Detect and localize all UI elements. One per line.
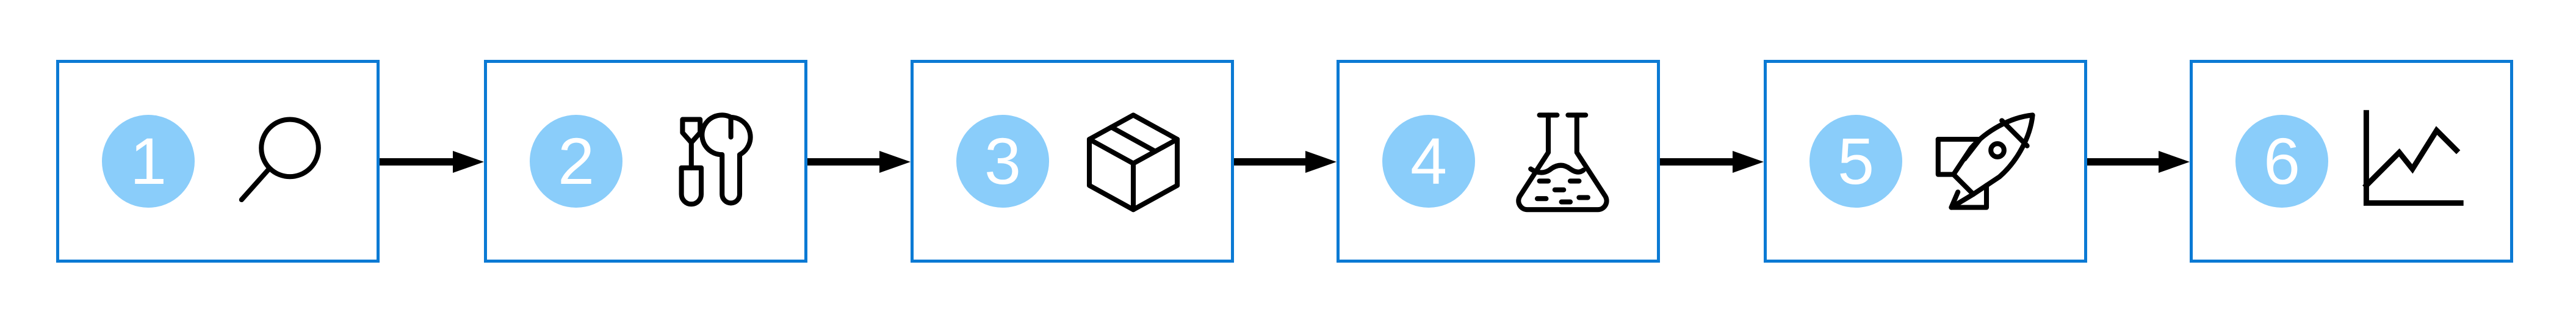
tools-screwdriver-wrench-icon xyxy=(652,106,762,216)
flow-arrow-3-4 xyxy=(1234,151,1337,173)
process-step-2[interactable]: 2 xyxy=(484,60,807,263)
rocket-icon xyxy=(1932,106,2041,216)
flow-arrow-2-3 xyxy=(807,151,911,173)
process-step-6[interactable]: 6 xyxy=(2190,60,2513,263)
flow-arrow-1-2 xyxy=(380,151,484,173)
process-step-3[interactable]: 3 xyxy=(911,60,1234,263)
step-number-badge-5: 5 xyxy=(1809,115,1902,208)
step-number-badge-3: 3 xyxy=(956,115,1049,208)
step-number-badge-4: 4 xyxy=(1382,115,1475,208)
step-number-badge-6: 6 xyxy=(2235,115,2328,208)
line-chart-icon xyxy=(2358,106,2467,216)
magnifying-glass-icon xyxy=(224,106,334,216)
step-number-badge-2: 2 xyxy=(530,115,622,208)
flow-arrow-5-6 xyxy=(2087,151,2190,173)
process-step-4[interactable]: 4 xyxy=(1337,60,1660,263)
process-step-1[interactable]: 1 xyxy=(56,60,380,263)
step-number-badge-1: 1 xyxy=(102,115,195,208)
process-step-5[interactable]: 5 xyxy=(1764,60,2087,263)
erlenmeyer-flask-icon xyxy=(1504,106,1614,216)
flow-arrow-4-5 xyxy=(1660,151,1764,173)
package-box-icon xyxy=(1078,106,1188,216)
